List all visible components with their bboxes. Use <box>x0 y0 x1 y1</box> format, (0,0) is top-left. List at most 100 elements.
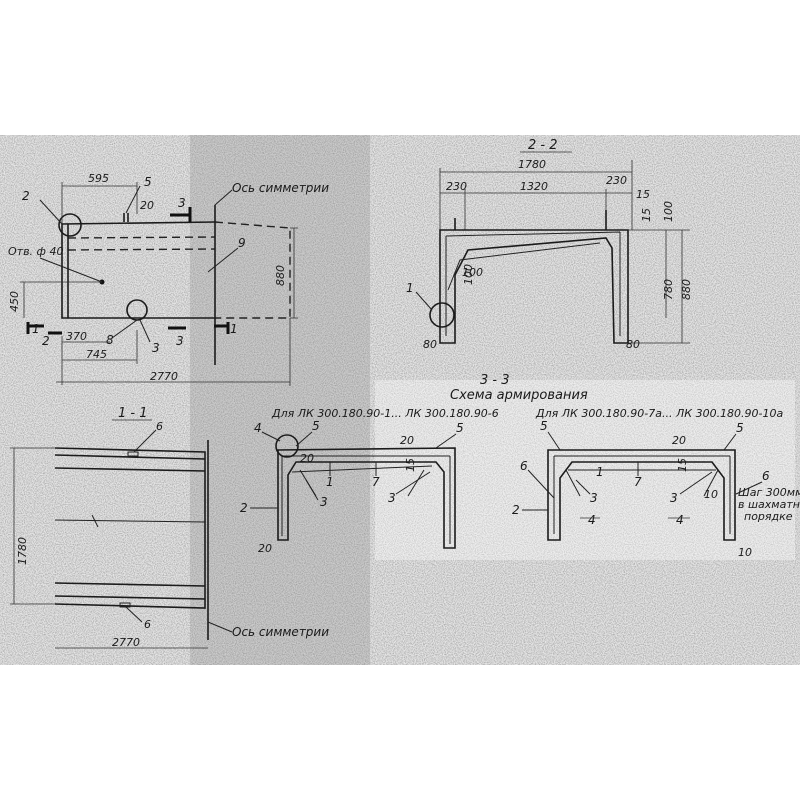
dim-100-c: 100 <box>462 266 483 279</box>
dim-1780-top: 1780 <box>518 158 546 171</box>
step-note-line-3: порядке <box>744 510 793 523</box>
mark-3-b-right: 3 <box>670 491 678 505</box>
mark-5-b-left: 5 <box>540 419 548 433</box>
dim-80-b: 80 <box>626 338 640 351</box>
elevation-top-edge <box>61 221 216 225</box>
section-2-2-stubs <box>454 210 607 230</box>
reinforcement-scheme-title: Схема армирования <box>450 388 588 403</box>
dim-20-s3b: 20 <box>400 434 414 447</box>
section-2-2-title: 2 - 2 <box>528 138 558 153</box>
mark-6-b-note-leader <box>735 481 763 495</box>
dim-880: 880 <box>274 265 287 286</box>
mark-1-left: 1 <box>32 322 40 336</box>
detail-circle-2 <box>58 213 82 237</box>
dim-15-s3: 15 <box>404 458 417 472</box>
dim-line-745 <box>62 330 138 364</box>
dim-450: 450 <box>8 291 21 312</box>
insert-top <box>127 451 139 457</box>
dim-20-s3d: 20 <box>672 434 686 447</box>
dim-1780-side: 1780 <box>16 537 29 565</box>
mark-8: 8 <box>106 333 114 347</box>
dim-595: 595 <box>88 172 109 185</box>
variant-a-label: Для ЛК 300.180.90-1... ЛК 300.180.90-6 <box>271 407 499 420</box>
section-1-1-mid-line <box>54 519 206 523</box>
dim-100-b: 100 <box>462 264 475 285</box>
mark-6-bottom: 6 <box>144 618 151 631</box>
mark-6-leader-top <box>133 429 157 453</box>
mark-5-a-right-leader <box>435 433 457 449</box>
variant-b-outline <box>547 449 736 541</box>
mark-7-b: 7 <box>634 475 642 489</box>
section-2-2: 2 - 2 1780 230 1320 230 15 15 100 780 88… <box>406 138 693 351</box>
mark-4-a-leader <box>261 431 281 442</box>
dim-10: 10 <box>738 546 752 559</box>
section-1-arrow-left <box>26 322 44 334</box>
dim-100-a: 100 <box>662 201 675 222</box>
scan-shadow-band <box>190 135 370 665</box>
section-2-2-rebar <box>445 231 621 336</box>
dim-880b: 880 <box>680 279 693 300</box>
step-note-line-2: в шахматном <box>738 498 800 511</box>
section-3-3-variant-b: 5 5 6 2 3 1 7 20 15 3 10 4 4 6 Шаг 300мм… <box>512 419 800 559</box>
mark-1-section22: 1 <box>406 281 414 295</box>
section-3-3-title: 3 - 3 <box>480 373 510 388</box>
mark-5-leader <box>125 185 141 214</box>
mark-3-b-left: 3 <box>590 491 598 505</box>
dim-15: 15 <box>636 188 650 201</box>
detail-circle-variant-a <box>275 434 299 458</box>
variant-b-rebar <box>553 455 731 534</box>
axis-leader-bottom <box>207 621 233 633</box>
mark-4-a: 4 <box>254 421 262 435</box>
dim-80-a: 80 <box>423 338 437 351</box>
dim-20-s3c: 20 <box>258 542 272 555</box>
axis-leader <box>214 189 233 206</box>
elevation-outline <box>61 224 215 319</box>
section-1-1-bottom-slab <box>54 582 206 600</box>
mark-9-leader <box>207 247 239 273</box>
mark-9: 9 <box>238 236 246 250</box>
mark-6-b-note: 6 <box>762 469 770 483</box>
variant-b-haunch-bars <box>565 469 719 497</box>
hole-label: Отв. ф 40 <box>8 245 63 258</box>
mark-1-a: 1 <box>326 475 334 489</box>
mark-3-a-right-leader <box>395 471 431 495</box>
mark-10-b: 10 <box>704 488 718 501</box>
dim-line-2770-top <box>56 318 291 386</box>
step-note-line-1: Шаг 300мм <box>738 486 800 499</box>
dim-line-450 <box>20 281 102 318</box>
dim-230-a: 230 <box>446 180 467 193</box>
mark-5-a-right: 5 <box>456 421 464 435</box>
mark-2-bottom: 2 <box>42 334 50 348</box>
dim-780: 780 <box>662 279 675 300</box>
elevation-hidden-line-1 <box>67 236 216 239</box>
mark-3-b-left-leader <box>575 479 591 495</box>
mark-2-b: 2 <box>512 503 520 517</box>
variant-a-outline <box>277 447 456 549</box>
mark-6-leader-bottom <box>125 606 143 623</box>
mark-3-circle: 3 <box>152 341 160 355</box>
mark-5-elevation: 5 <box>144 175 152 189</box>
elevation-hidden-line-2 <box>67 248 216 251</box>
mark-2-a: 2 <box>240 501 248 515</box>
mark-5-a: 5 <box>312 419 320 433</box>
mark-2-leader <box>39 199 63 225</box>
mark-4-b-left: 4 <box>588 513 596 527</box>
section-1-1-top-slab <box>54 454 206 472</box>
mark-1-b: 1 <box>596 465 604 479</box>
mark-5-b-left-leader <box>547 431 561 451</box>
dim-20-s3a: 20 <box>300 452 314 465</box>
dim-15-s3b: 15 <box>676 458 689 472</box>
mark-3-top: 3 <box>178 196 186 210</box>
dim-2770-top: 2770 <box>150 370 178 383</box>
axis-symmetry-label-top: Ось симметрии <box>232 181 329 195</box>
mark-5-b-right-leader <box>723 433 737 451</box>
section-3-3-variant-a: 4 5 5 20 20 15 2 3 1 7 3 20 <box>240 419 464 555</box>
section-1-arrow-right <box>214 322 230 334</box>
mark-3-a-left-leader <box>305 479 319 501</box>
dim-1320: 1320 <box>520 180 548 193</box>
mark-1-leader-22 <box>415 291 433 311</box>
axis-symmetry-label-bottom: Ось симметрии <box>232 625 329 639</box>
mark-7-a: 7 <box>372 475 380 489</box>
mark-8-leader <box>111 319 138 339</box>
